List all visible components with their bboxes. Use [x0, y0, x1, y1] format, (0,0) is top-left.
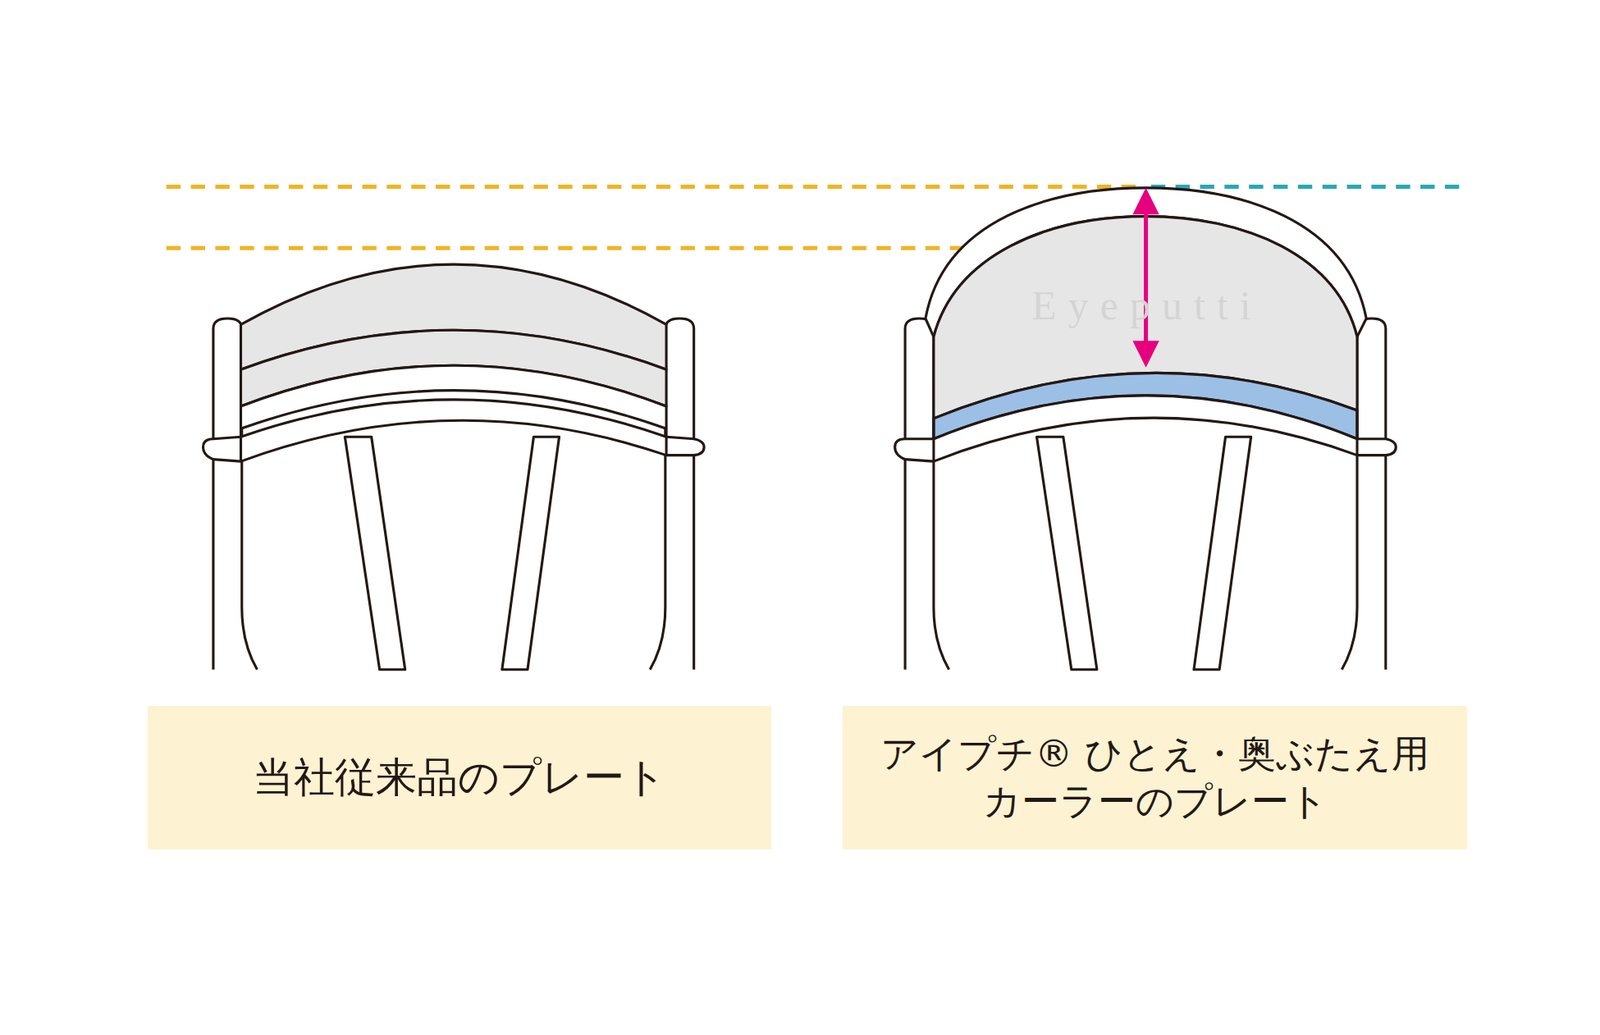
arrow-head [1132, 187, 1159, 215]
curler-bar [895, 395, 1397, 462]
caption-box: アイプチ® ひとえ・奥ぶたえ用 カーラーのプレート [842, 705, 1468, 850]
conventional-curler [203, 264, 705, 670]
guide-line [166, 184, 1142, 189]
guide-line [166, 246, 965, 251]
curler-leg [1037, 436, 1098, 670]
watermark: Eyeputti [1031, 281, 1262, 330]
arrow-head [1132, 340, 1159, 367]
curler-bar [933, 410, 1358, 462]
caption-box: 当社従来品のプレート [147, 705, 772, 850]
curler-leg [344, 436, 405, 670]
guide-line [1151, 184, 1462, 189]
curler-bar [203, 399, 705, 462]
curler-bar [241, 428, 668, 462]
curler-leg [502, 436, 560, 670]
eyeputti-curler [895, 187, 1397, 670]
height-arrow [1132, 187, 1159, 368]
curler-leg [1193, 436, 1252, 670]
caption-text: アイプチ® ひとえ・奥ぶたえ用 カーラーのプレート [862, 730, 1448, 825]
caption-text: 当社従来品のプレート [252, 751, 667, 804]
